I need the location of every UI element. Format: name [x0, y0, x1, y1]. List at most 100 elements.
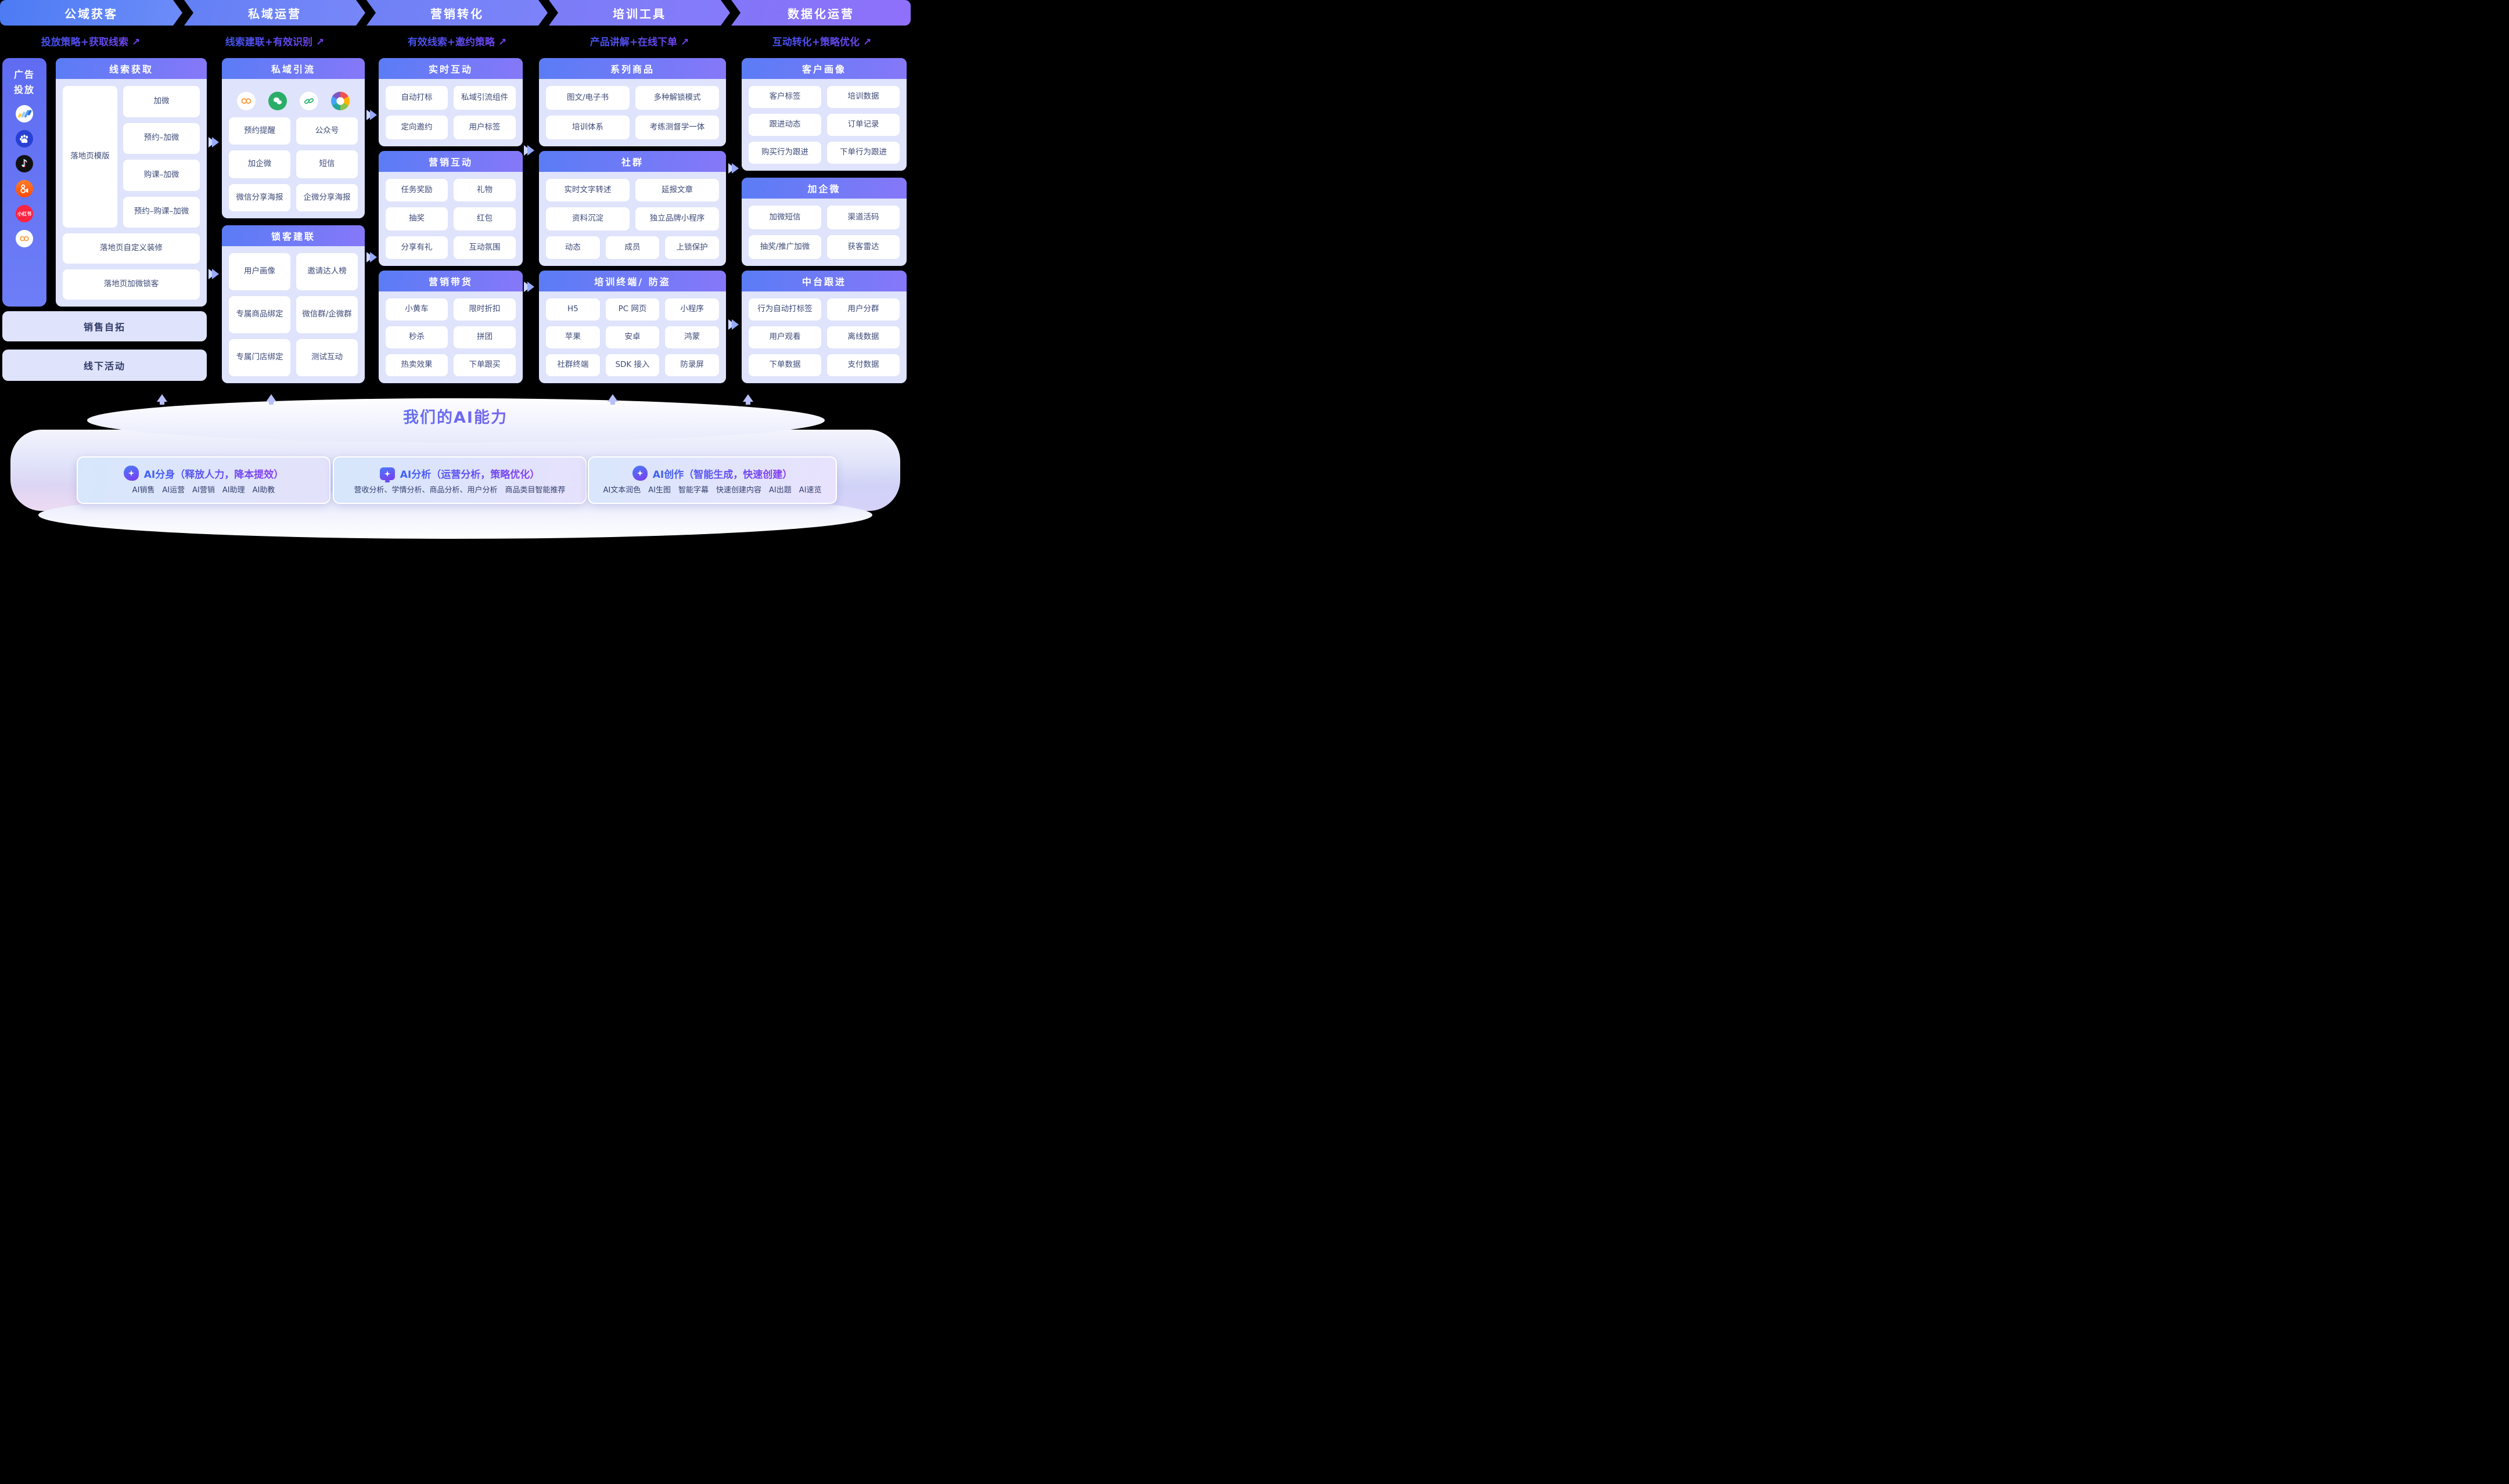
- ad-channels-sidebar: 广告投放 ♪ 小红书: [2, 58, 46, 307]
- tab-label: 培训工具: [613, 6, 666, 21]
- panel-customer-profile: 客户画像 客户标签培训数据跟进动态订单记录购买行为跟进下单行为跟进: [742, 58, 907, 171]
- wechat-channels-icon: [16, 230, 33, 248]
- feature-card: H5: [546, 298, 600, 320]
- feature-card: 定向邀约: [386, 116, 448, 139]
- stage-platform-top: [87, 398, 825, 442]
- feature-card: 购买行为跟进: [749, 142, 821, 164]
- feature-card: 公众号: [296, 117, 358, 145]
- feature-card: 专属门店绑定: [229, 339, 290, 376]
- tab-private-domain: 私域运营: [184, 0, 365, 26]
- feature-card: 分享有礼: [386, 236, 448, 259]
- up-arrow-icon: [266, 394, 276, 405]
- oceanengine-icon: [16, 105, 33, 123]
- panel-title: 中台跟进: [742, 271, 907, 291]
- ai-analysis-card: AI分析（运营分析，策略优化） 营收分析、学情分析、商品分析、用户分析 商品类目…: [333, 456, 587, 504]
- feature-card: 任务奖励: [386, 179, 448, 202]
- flow-arrow-icon: [728, 319, 739, 330]
- feature-card: 行为自动打标签: [749, 298, 821, 320]
- tab-label: 公域获客: [64, 6, 118, 21]
- feature-card: 动态: [546, 236, 600, 259]
- feature-card: 加微短信: [749, 206, 821, 229]
- panel-private-traffic: 私域引流 预约提醒公众号加企微短信微信分享海报企微分享海报: [222, 58, 365, 218]
- feature-card: 跟进动态: [749, 114, 821, 136]
- panel-marketing-sales: 营销带货 小黄车限时折扣秒杀拼团热卖效果下单跟买: [379, 271, 523, 383]
- panel-community: 社群 实时文字转述延报文章资料沉淀独立品牌小程序动态成员上锁保护: [539, 151, 726, 266]
- wechat-channels-icon: [237, 92, 256, 110]
- panel-title: 营销互动: [379, 151, 523, 172]
- feature-card: 微信群/企微群: [296, 296, 358, 333]
- tab-marketing-conversion: 营销转化: [366, 0, 548, 26]
- feature-card: 用户画像: [229, 253, 290, 290]
- feature-card: 离线数据: [827, 326, 900, 348]
- panel-product-series: 系列商品 图文/电子书多种解锁模式培训体系考练测督学一体: [539, 58, 726, 146]
- feature-card: 鸿蒙: [665, 326, 719, 348]
- panel-midplatform-followup: 中台跟进 行为自动打标签用户分群用户观看离线数据下单数据支付数据: [742, 271, 907, 383]
- tab-public-domain: 公域获客: [0, 0, 182, 26]
- panel-marketing-interaction: 营销互动 任务奖励礼物抽奖红包分享有礼互动氛围: [379, 151, 523, 266]
- feature-card: 安卓: [605, 326, 660, 348]
- ai-card-items: AI文本润色 AI生图 智能字幕 快速创建内容 AI出题 AI速览: [603, 486, 822, 495]
- link-icon: [300, 92, 318, 110]
- feature-card: 微信分享海报: [229, 183, 290, 211]
- baidu-icon: [16, 130, 33, 148]
- ai-avatar-icon: [123, 466, 139, 481]
- feature-card: 成员: [605, 236, 660, 259]
- feature-card: 秒杀: [386, 326, 448, 348]
- panel-title: 系列商品: [539, 58, 726, 79]
- feature-card: 用户分群: [827, 298, 900, 320]
- feature-card: 抽奖: [386, 207, 448, 230]
- ai-card-title: AI分析（运营分析，策略优化）: [400, 466, 540, 481]
- tab-subtitle: 投放策略+获取线索 ↗: [0, 34, 181, 49]
- feature-card: 落地页模版: [63, 86, 117, 228]
- feature-card: 下单跟买: [454, 354, 516, 376]
- ai-create-card: AI创作（智能生成，快速创建） AI文本润色 AI生图 智能字幕 快速创建内容 …: [588, 456, 837, 504]
- feature-card: 自动打标: [386, 86, 448, 110]
- flow-arrow-icon: [524, 282, 534, 292]
- panel-title: 线索获取: [56, 58, 207, 79]
- flow-arrow-icon: [524, 145, 534, 156]
- tab-label: 私域运营: [248, 6, 301, 21]
- feature-card: 图文/电子书: [546, 86, 630, 110]
- feature-card: 红包: [454, 207, 516, 230]
- flow-arrow-icon: [728, 163, 739, 174]
- feature-card: 专属商品绑定: [229, 296, 290, 333]
- panel-realtime-interaction: 实时互动 自动打标私域引流组件定向邀约用户标签: [379, 58, 523, 146]
- feature-card: 加微: [123, 86, 200, 117]
- up-arrow-icon: [743, 394, 753, 405]
- tab-subtitle: 互动转化+策略优化 ↗: [731, 34, 911, 49]
- trend-arrow-icon: ↗: [862, 37, 872, 48]
- feature-card: 私域引流组件: [454, 86, 516, 110]
- feature-card: 防录屏: [665, 354, 719, 376]
- feature-card: 小黄车: [386, 298, 448, 320]
- panel-title: 培训终端/ 防盗: [539, 271, 726, 291]
- ai-card-title: AI分身（释放人力，降本提效）: [144, 466, 283, 481]
- feature-card: 限时折扣: [454, 298, 516, 320]
- panel-lead-acquisition: 线索获取 落地页模版 加微预约–加微购课–加微预约–购课–加微 落地页自定义装修…: [56, 58, 207, 307]
- tab-training-tools: 培训工具: [549, 0, 730, 26]
- douyin-icon: ♪: [16, 155, 33, 173]
- feature-card: 邀请达人榜: [296, 253, 358, 290]
- panel-title: 营销带货: [379, 271, 523, 291]
- trend-arrow-icon: ↗: [680, 37, 689, 48]
- feature-card: SDK 接入: [605, 354, 660, 376]
- panel-title: 锁客建联: [222, 225, 365, 246]
- feature-card: 用户观看: [749, 326, 821, 348]
- ad-channel-icon-list: ♪ 小红书: [16, 105, 33, 248]
- offline-activity-bar: 线下活动: [2, 350, 207, 381]
- ai-create-icon: [632, 466, 648, 481]
- flow-arrow-icon: [366, 252, 377, 262]
- panel-title: 私域引流: [222, 58, 365, 79]
- feature-card: 测试互动: [296, 339, 358, 376]
- feature-card: 支付数据: [827, 354, 900, 376]
- kuaishou-icon: [16, 180, 33, 198]
- feature-card: 预约–购课–加微: [123, 196, 200, 228]
- feature-card: 互动氛围: [454, 236, 516, 259]
- panel-lock-customer: 锁客建联 用户画像邀请达人榜专属商品绑定微信群/企微群专属门店绑定测试互动: [222, 225, 365, 383]
- panel-title: 客户画像: [742, 58, 907, 79]
- feature-card: 苹果: [546, 326, 600, 348]
- feature-card: 短信: [296, 150, 358, 178]
- flow-arrow-icon: [209, 137, 219, 147]
- feature-card: 礼物: [454, 179, 516, 202]
- feature-card: 社群终端: [546, 354, 600, 376]
